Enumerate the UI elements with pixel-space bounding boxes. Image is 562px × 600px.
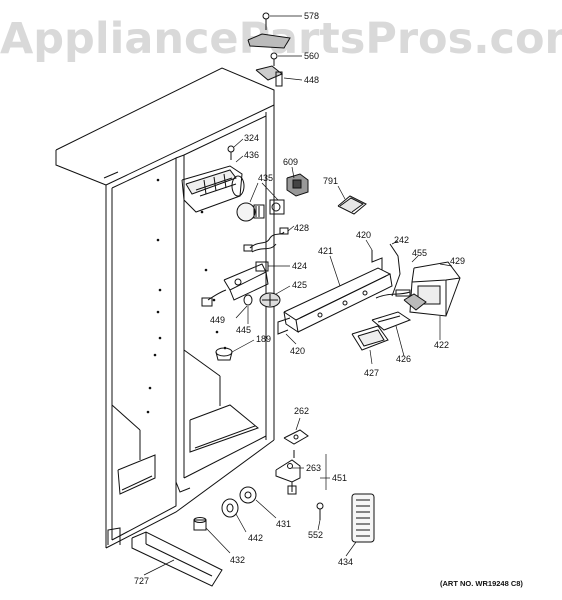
callout-609: 609 bbox=[283, 157, 298, 167]
light-bulb-socket bbox=[236, 199, 285, 222]
temperature-control bbox=[201, 261, 281, 308]
callout-432: 432 bbox=[230, 555, 245, 565]
grille-434 bbox=[351, 493, 375, 543]
dispenser-module bbox=[375, 243, 461, 317]
callout-426: 426 bbox=[396, 354, 411, 364]
light-lens bbox=[351, 311, 412, 351]
light-housing bbox=[181, 145, 245, 213]
callout-455: 455 bbox=[412, 248, 427, 258]
callout-578: 578 bbox=[304, 11, 319, 21]
callout-262: 262 bbox=[294, 406, 309, 416]
callout-427: 427 bbox=[364, 368, 379, 378]
roller-parts bbox=[221, 486, 324, 520]
callout-449: 449 bbox=[210, 315, 225, 325]
leader-lines bbox=[143, 15, 453, 576]
callout-560: 560 bbox=[304, 51, 319, 61]
control-panel-421 bbox=[277, 250, 393, 335]
callout-420-top: 420 bbox=[356, 230, 371, 240]
callout-420-bottom: 420 bbox=[290, 346, 305, 356]
plug-189 bbox=[215, 347, 233, 361]
cabinet-screw-holes bbox=[146, 178, 227, 414]
top-hinge-assembly bbox=[247, 12, 291, 87]
callout-435: 435 bbox=[258, 173, 273, 183]
callout-428: 428 bbox=[294, 223, 309, 233]
callout-451: 451 bbox=[332, 473, 347, 483]
callout-424: 424 bbox=[292, 261, 307, 271]
callout-324: 324 bbox=[244, 133, 259, 143]
callout-791: 791 bbox=[323, 176, 338, 186]
callout-242: 242 bbox=[394, 235, 409, 245]
callout-421: 421 bbox=[318, 246, 333, 256]
cover-plate-791 bbox=[337, 195, 367, 215]
callout-431: 431 bbox=[276, 519, 291, 529]
callout-429: 429 bbox=[450, 256, 465, 266]
bottom-hinge-assembly bbox=[275, 429, 309, 495]
callout-425: 425 bbox=[292, 280, 307, 290]
callout-422: 422 bbox=[434, 340, 449, 350]
callout-552: 552 bbox=[308, 530, 323, 540]
callout-189: 189 bbox=[256, 334, 271, 344]
art-number: (ART NO. WR19248 C8) bbox=[440, 579, 523, 588]
callout-263: 263 bbox=[306, 463, 321, 473]
callout-445: 445 bbox=[236, 325, 251, 335]
callout-448: 448 bbox=[304, 75, 319, 85]
callout-436: 436 bbox=[244, 150, 259, 160]
callout-442: 442 bbox=[248, 533, 263, 543]
cabinet-liner bbox=[55, 67, 275, 549]
light-switch bbox=[286, 173, 309, 197]
base-grille bbox=[131, 517, 223, 587]
callout-labels: 578 560 448 324 436 609 435 791 428 420 … bbox=[134, 11, 465, 586]
callout-727: 727 bbox=[134, 576, 149, 586]
wire-harness-428 bbox=[243, 227, 289, 253]
callout-434: 434 bbox=[338, 557, 353, 567]
